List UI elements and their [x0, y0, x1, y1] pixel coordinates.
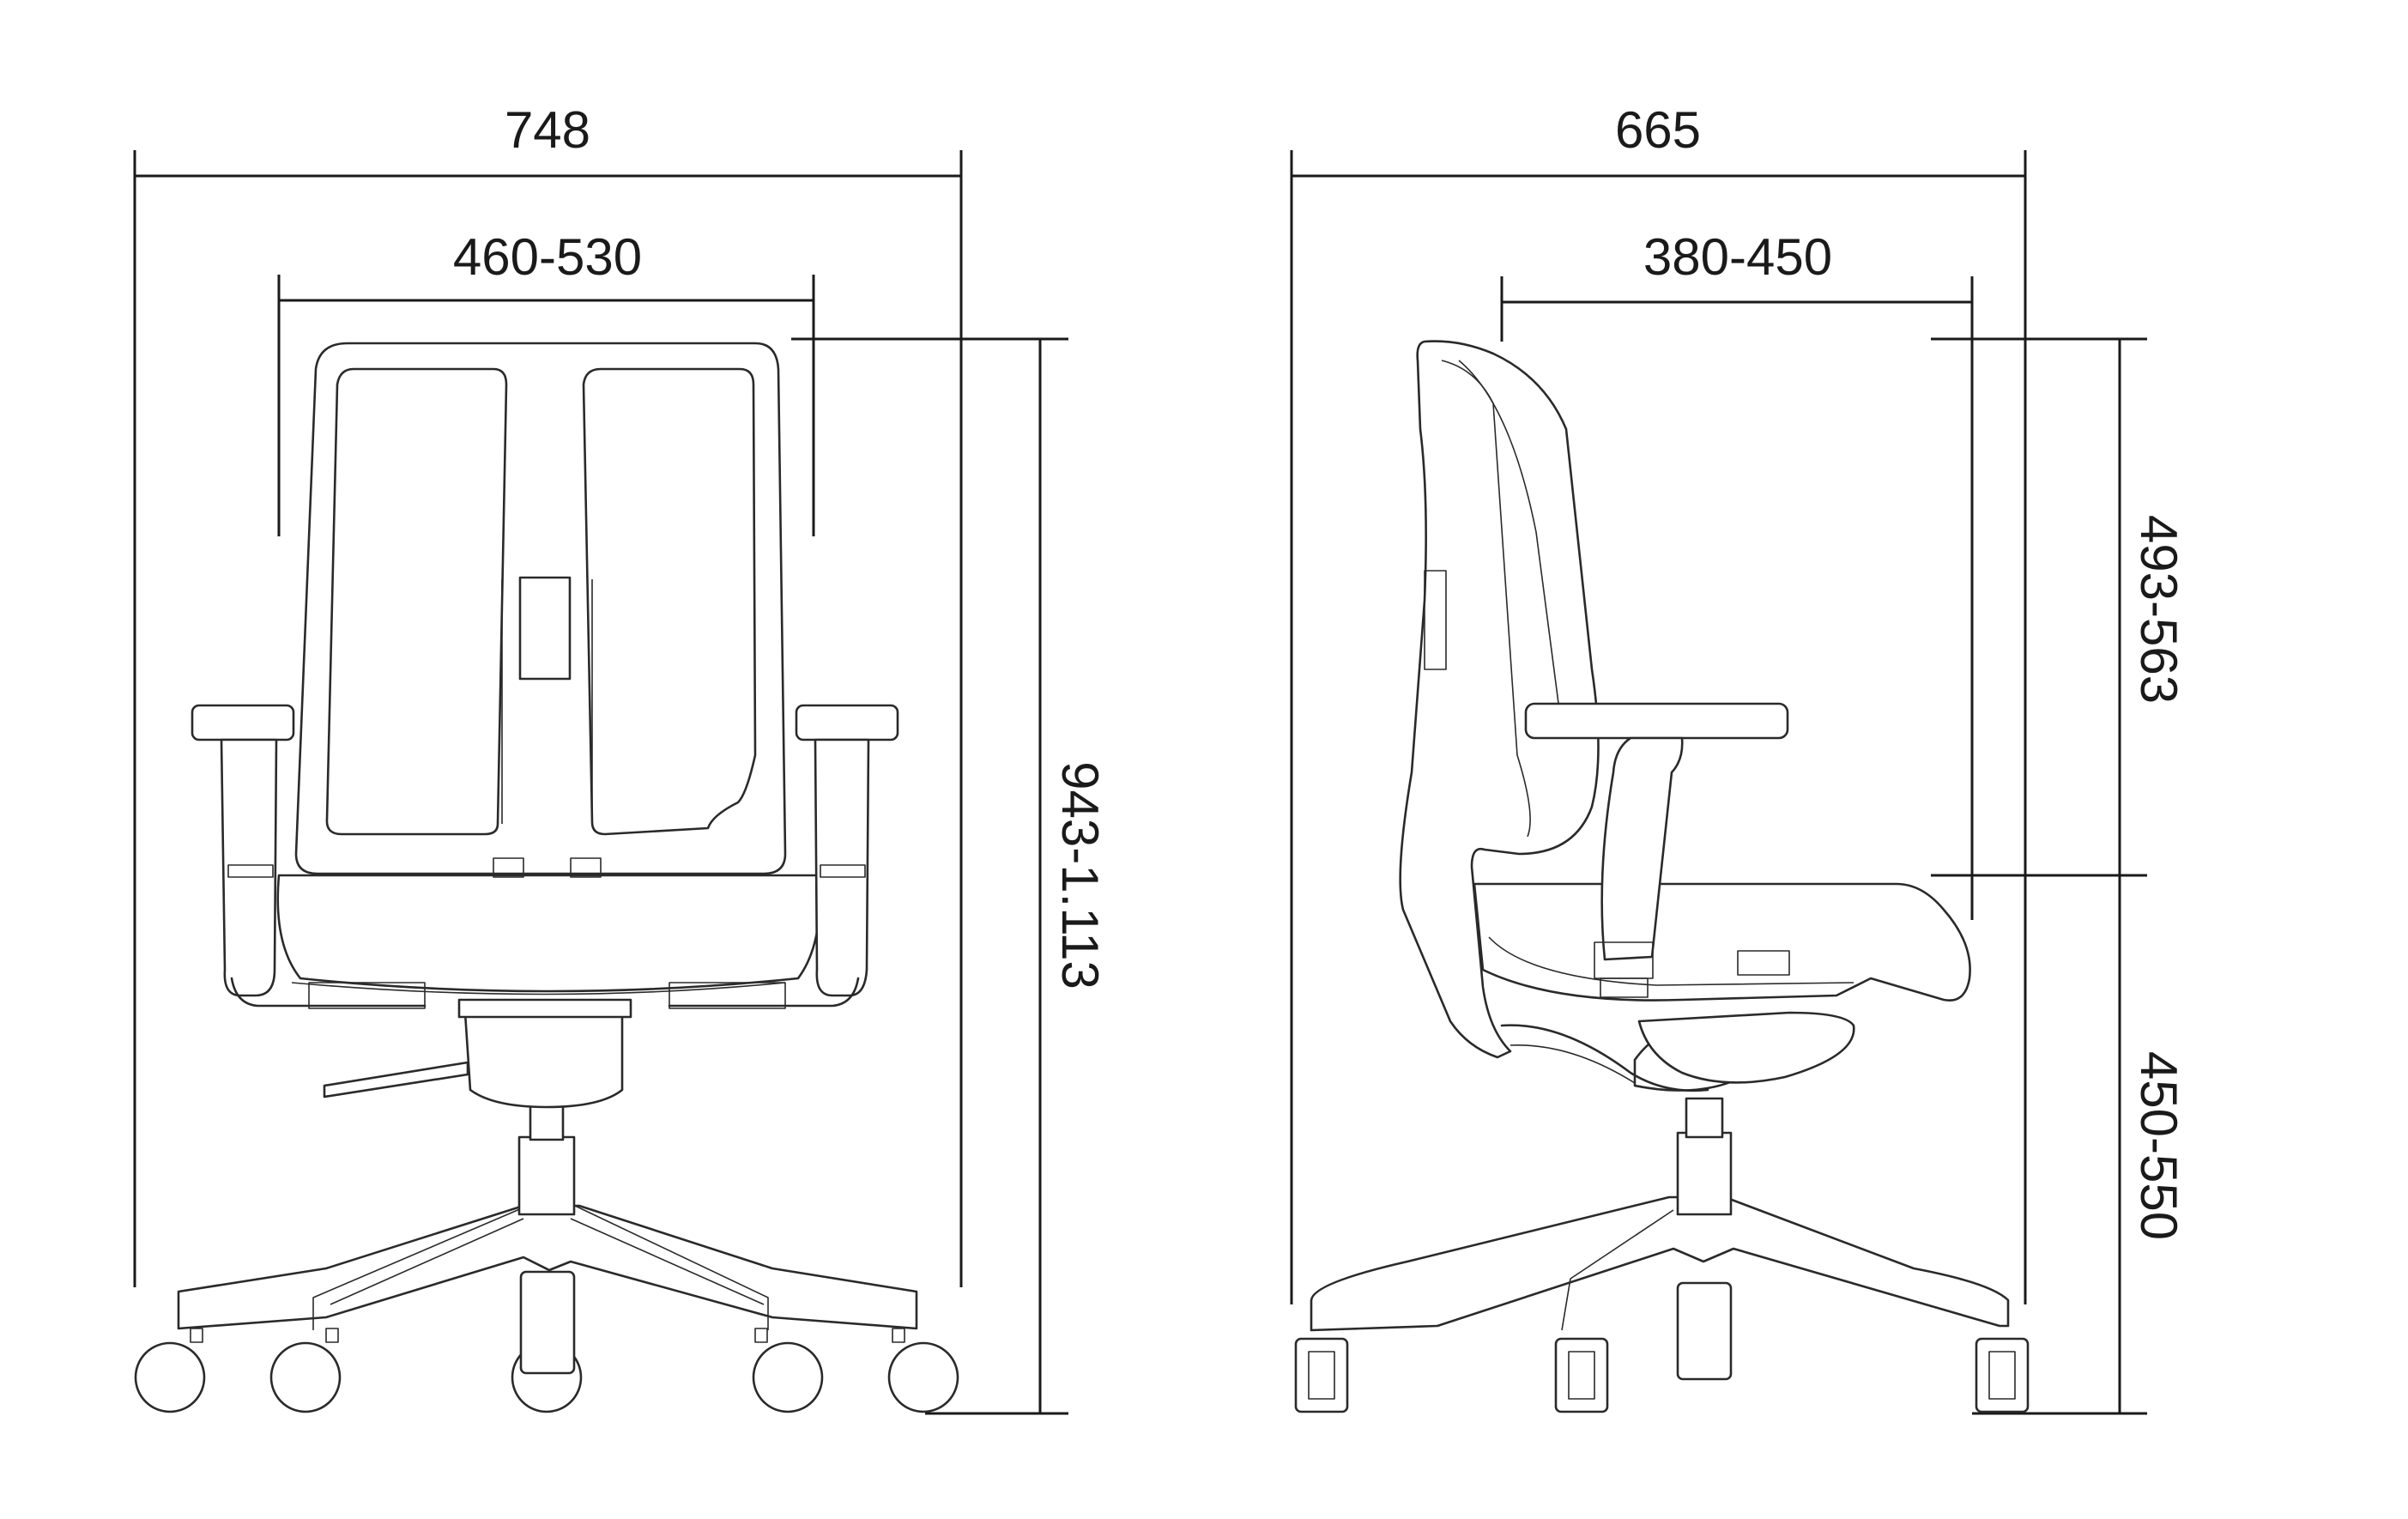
front-backrest-width-label: 460-530	[453, 228, 642, 286]
side-base	[1310, 1195, 2010, 1332]
side-view: 665 380-450 493-563 450-550	[1290, 101, 2187, 1415]
side-depth-label: 665	[1615, 101, 1701, 159]
caster-wheel	[752, 1341, 824, 1413]
right-armrest-pad	[795, 704, 899, 741]
side-caster	[1554, 1337, 1609, 1413]
backrest-frame	[294, 342, 787, 875]
side-caster	[1294, 1337, 1349, 1413]
side-seat-depth-dimension: 380-450	[1500, 228, 1974, 920]
side-caster	[1975, 1337, 2030, 1413]
chair-front-drawing	[134, 342, 959, 1413]
side-backrest	[1399, 340, 1600, 1059]
chair-side-drawing	[1294, 340, 2030, 1413]
side-backrest-height-dimension: 493-563	[1931, 337, 2187, 877]
front-backrest-width-dimension: 460-530	[277, 228, 815, 536]
side-seat-depth-label: 380-450	[1643, 228, 1832, 286]
side-seat-height-dimension: 450-550	[1972, 875, 2187, 1415]
caster-wheel	[269, 1341, 342, 1413]
side-armrest-pad	[1524, 702, 1789, 740]
front-view: 748 460-530 943-1.113	[133, 101, 1109, 1415]
left-armrest-pad	[191, 704, 295, 741]
front-width-label: 748	[505, 101, 590, 159]
front-base	[177, 1204, 918, 1330]
side-seat	[1473, 882, 1971, 1002]
caster-wheel	[887, 1341, 959, 1413]
front-height-dimension: 943-1.113	[791, 337, 1109, 1415]
side-depth-dimension: 665	[1290, 101, 2027, 1304]
side-seat-height-label: 450-550	[2130, 1051, 2187, 1240]
caster-wheel	[134, 1341, 206, 1413]
front-height-label: 943-1.113	[1051, 761, 1109, 989]
side-backrest-height-label: 493-563	[2130, 515, 2187, 704]
